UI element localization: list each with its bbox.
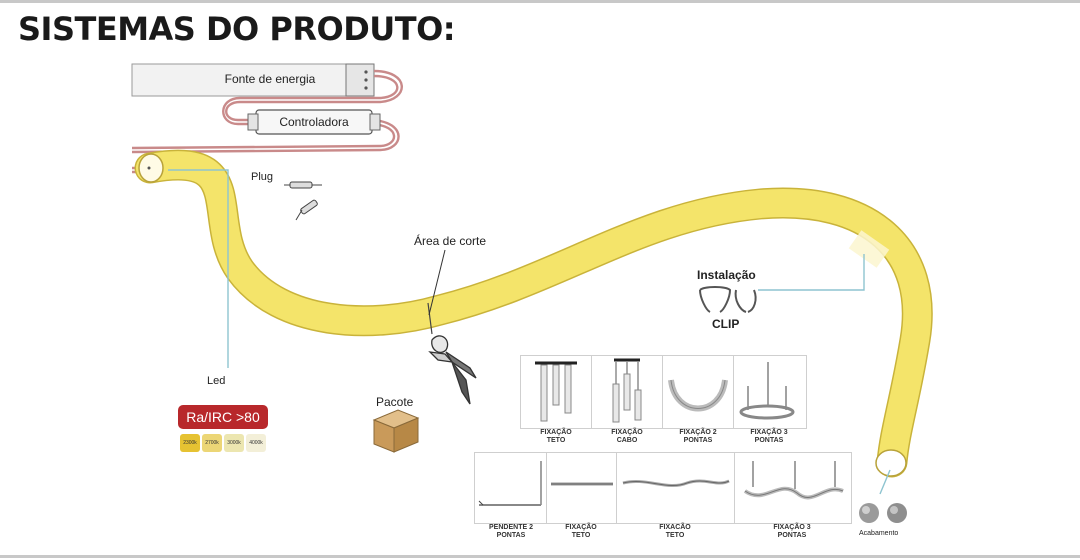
fixing-cable-icon [612, 358, 642, 423]
color-temp-swatch: 4000k [246, 434, 266, 452]
fixing-pendant-icon [478, 461, 542, 506]
cutter-icon [428, 335, 477, 405]
cut-area-label: Área de corte [414, 234, 487, 248]
color-temp-swatch: 2300k [180, 434, 200, 452]
led-pointer [168, 169, 229, 368]
plug-label: Plug [251, 171, 274, 183]
package-label: Pacote [376, 395, 414, 409]
clip-icon [699, 286, 757, 313]
finish-samples [859, 503, 907, 523]
color-temp-swatch: 3000k [224, 434, 244, 452]
fixing-option-pendant [474, 452, 548, 524]
bottom-border [0, 555, 1080, 558]
fixing-option-3-points-wave [734, 452, 852, 524]
fixing-option-2-points [662, 355, 734, 429]
plug-icon [284, 181, 322, 221]
fixing-ceiling-icon [535, 361, 577, 422]
fixing-ceiling-wave-icon [622, 479, 730, 488]
fixing-3-points-wave-icon [743, 461, 844, 500]
installation-highlight [848, 230, 890, 268]
finish-pointer [879, 469, 891, 495]
led-label: Led [207, 375, 226, 387]
fixing-option-ceiling [520, 355, 592, 429]
cri-badge: Ra/IRC >80 [178, 405, 268, 429]
power-supply-label: Fonte de energia [224, 72, 316, 86]
fixing-option-cable [591, 355, 663, 429]
controller-unit [247, 109, 381, 135]
installation-label: Instalação [697, 268, 756, 282]
clip-label: CLIP [712, 317, 740, 331]
fixing-3-points-icon [739, 362, 795, 420]
tube-start-cap [138, 153, 164, 183]
package-box-icon [372, 409, 420, 453]
controller-label: Controladora [279, 115, 349, 129]
power-supply-unit [131, 63, 375, 97]
cut-area-pointer [428, 249, 446, 316]
finish-label: Acabamento [859, 530, 899, 537]
fixing-2-points-icon [668, 379, 728, 412]
color-temp-swatch: 2700k [202, 434, 222, 452]
led-tube [136, 151, 932, 476]
page-title: SISTEMAS DO PRODUTO: [18, 10, 456, 48]
fixing-ceiling-2-icon [551, 482, 613, 486]
installation-pointer [758, 254, 865, 291]
fixing-option-ceiling-2 [546, 452, 618, 524]
top-border [0, 0, 1080, 3]
fixing-option-3-points [733, 355, 807, 429]
tube-end-cap [875, 449, 907, 477]
fixing-option-ceiling-wave [616, 452, 736, 524]
